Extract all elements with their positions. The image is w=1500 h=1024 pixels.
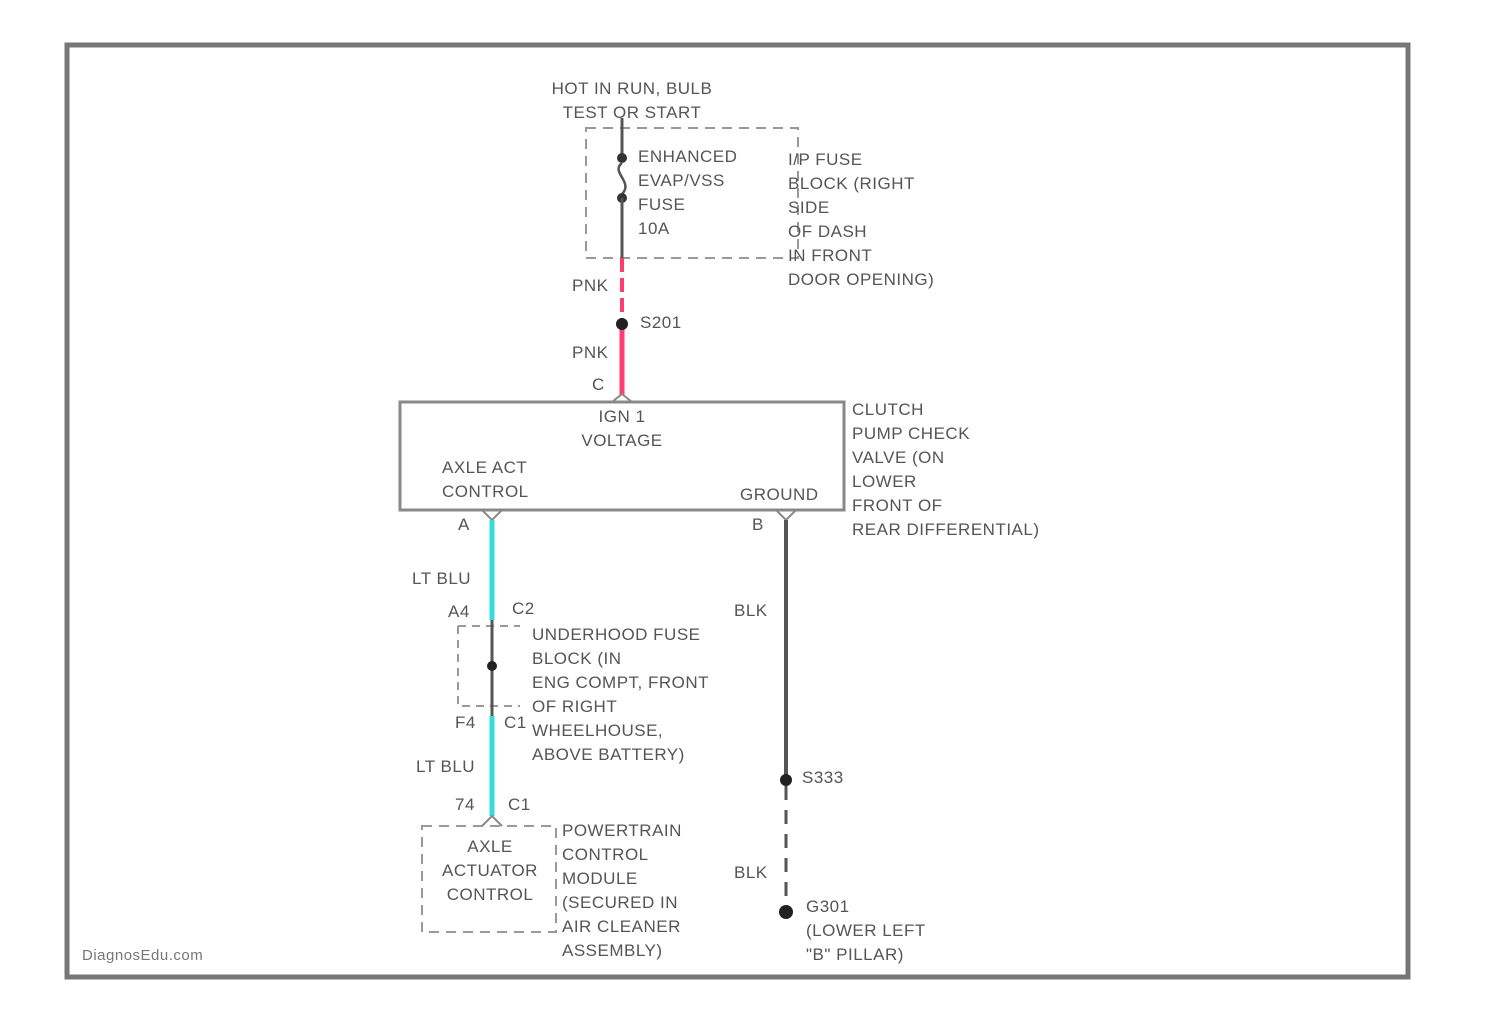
source-label-line2: TEST OR START: [563, 103, 702, 122]
switch-location-line4: LOWER: [852, 472, 917, 491]
pcm-location-line1: POWERTRAIN: [562, 821, 682, 840]
fuse-label-line4: 10A: [638, 219, 670, 238]
underhood-pin-f4: F4: [455, 713, 476, 732]
switch-location-line1: CLUTCH: [852, 400, 924, 419]
switch-axle-line2: CONTROL: [442, 482, 529, 501]
fuse-location-line2: BLOCK (RIGHT: [788, 174, 915, 193]
ltblu-wire-label-lower: LT BLU: [416, 757, 475, 776]
switch-ground-label: GROUND: [740, 485, 819, 504]
underhood-junction-dot: [487, 661, 497, 671]
source-label-line1: HOT IN RUN, BULB: [552, 79, 713, 98]
splice-s201-label: S201: [640, 313, 682, 332]
underhood-conn-c1: C1: [504, 713, 527, 732]
pcm-pin-74: 74: [455, 795, 475, 814]
switch-pin-b: B: [752, 515, 764, 534]
underhood-location-line5: WHEELHOUSE,: [532, 721, 663, 740]
pcm-location-line4: (SECURED IN: [562, 893, 678, 912]
pcm-location-line5: AIR CLEANER: [562, 917, 681, 936]
fuse-label-line1: ENHANCED: [638, 147, 737, 166]
switch-pin-a: A: [458, 515, 470, 534]
blk-wire-label-lower: BLK: [734, 863, 768, 882]
ground-g301-dot: [779, 905, 793, 919]
switch-location-line5: FRONT OF: [852, 496, 943, 515]
switch-ign-line1: IGN 1: [599, 407, 646, 426]
watermark: DiagnosEdu.com: [82, 947, 203, 964]
ground-location-line1: (LOWER LEFT: [806, 921, 926, 940]
ground-location-line2: "B" PILLAR): [806, 945, 904, 964]
switch-location-line6: REAR DIFFERENTIAL): [852, 520, 1040, 539]
ltblu-wire-label-upper: LT BLU: [412, 569, 471, 588]
underhood-conn-c2: C2: [512, 599, 535, 618]
pcm-location-line2: CONTROL: [562, 845, 649, 864]
fuse-label-line3: FUSE: [638, 195, 685, 214]
pcm-label-line1: AXLE: [467, 837, 512, 856]
ground-g301-label: G301: [806, 897, 850, 916]
fuse-location-line4: OF DASH: [788, 222, 867, 241]
underhood-pin-a4: A4: [448, 602, 470, 621]
underhood-location-line3: ENG COMPT, FRONT: [532, 673, 709, 692]
fuse-location-line3: SIDE: [788, 198, 830, 217]
fuse-element-icon: [619, 163, 626, 194]
pcm-location-line6: ASSEMBLY): [562, 941, 663, 960]
splice-s333-dot: [780, 774, 792, 786]
underhood-location-line4: OF RIGHT: [532, 697, 617, 716]
pnk-wire-label-upper: PNK: [572, 276, 609, 295]
underhood-location-line1: UNDERHOOD FUSE: [532, 625, 701, 644]
fuse-location-line1: I/P FUSE: [788, 150, 863, 169]
switch-ign-line2: VOLTAGE: [581, 431, 662, 450]
splice-s333-label: S333: [802, 768, 844, 787]
underhood-location-line2: BLOCK (IN: [532, 649, 622, 668]
pnk-wire-label-lower: PNK: [572, 343, 609, 362]
switch-location-line2: PUMP CHECK: [852, 424, 970, 443]
pcm-pin-connector: [482, 816, 502, 826]
underhood-location-line6: ABOVE BATTERY): [532, 745, 685, 764]
switch-location-line3: VALVE (ON: [852, 448, 945, 467]
splice-s201-dot: [616, 318, 628, 330]
pcm-conn-c1: C1: [508, 795, 531, 814]
pcm-location-line3: MODULE: [562, 869, 638, 888]
blk-wire-label-upper: BLK: [734, 601, 768, 620]
fuse-location-line6: DOOR OPENING): [788, 270, 934, 289]
pcm-label-line3: CONTROL: [447, 885, 534, 904]
fuse-terminal-top: [617, 153, 627, 163]
pcm-label-line2: ACTUATOR: [442, 861, 538, 880]
fuse-location-line5: IN FRONT: [788, 246, 872, 265]
switch-axle-line1: AXLE ACT: [442, 458, 527, 477]
switch-pin-c: C: [592, 375, 605, 394]
fuse-label-line2: EVAP/VSS: [638, 171, 725, 190]
